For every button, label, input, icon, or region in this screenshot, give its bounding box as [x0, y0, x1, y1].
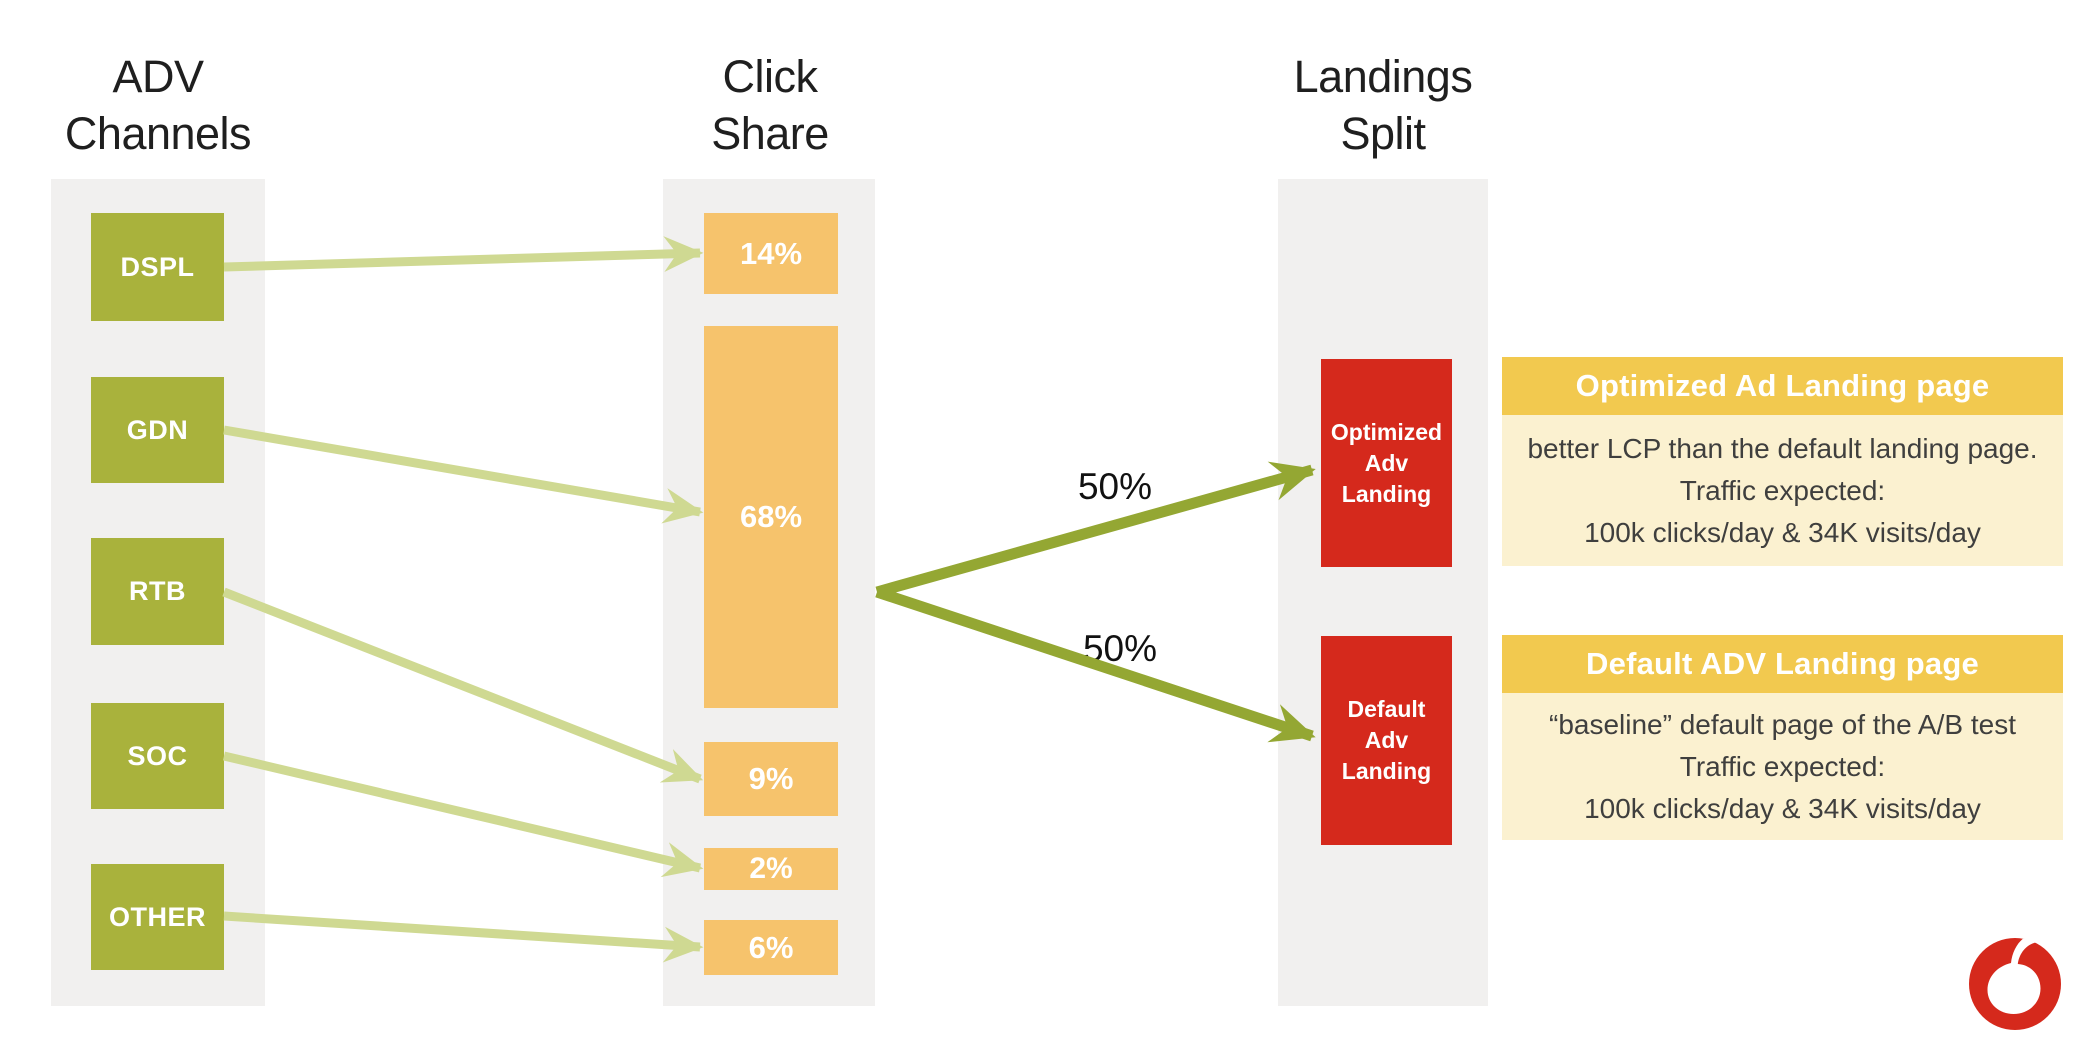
split-label-upper: 50% — [1077, 466, 1153, 507]
share-box-2: 2% — [704, 848, 838, 890]
landing-label-line: Adv — [1364, 727, 1409, 753]
landing-label-line: Landing — [1341, 758, 1432, 784]
card-title: Optimized Ad Landing page — [1502, 357, 2063, 415]
landing-box-optimized: Optimized Adv Landing — [1321, 359, 1452, 567]
channel-label: DSPL — [120, 251, 195, 282]
arrow-dspl-to-14 — [223, 236, 704, 272]
channel-box-gdn: GDN — [91, 377, 224, 483]
channel-box-other: OTHER — [91, 864, 224, 970]
card-body: better LCP than the default landing page… — [1502, 415, 2063, 566]
split-label-lower: 50% — [1082, 628, 1158, 669]
arrow-gdn-to-68 — [223, 425, 704, 524]
vodafone-logo-icon — [1969, 938, 2061, 1030]
title-line: Landings — [1293, 51, 1473, 102]
landing-box-default: Default Adv Landing — [1321, 636, 1452, 845]
channel-label: GDN — [126, 414, 189, 445]
channel-label: SOC — [127, 740, 188, 771]
card-body-line: better LCP than the default landing page… — [1527, 432, 2038, 464]
card-body-line: 100k clicks/day & 34K visits/day — [1584, 792, 1981, 824]
column-title-landings-split: Landings Split — [1233, 48, 1533, 162]
share-label: 2% — [749, 852, 793, 885]
card-body-line: 100k clicks/day & 34K visits/day — [1584, 516, 1981, 548]
channel-label: RTB — [129, 576, 186, 606]
arrow-other-to-6 — [223, 911, 704, 963]
column-title-click-share: Click Share — [620, 48, 920, 162]
share-box-14: 14% — [704, 213, 838, 294]
card-body-line: Traffic expected: — [1679, 750, 1886, 782]
card-title: Default ADV Landing page — [1502, 635, 2063, 693]
arrow-rtb-to-9 — [222, 587, 704, 784]
card-optimized-landing: Optimized Ad Landing page better LCP tha… — [1502, 357, 2063, 566]
landing-label-line: Optimized — [1330, 418, 1443, 445]
channel-box-soc: SOC — [91, 703, 224, 809]
channel-label: OTHER — [109, 901, 206, 932]
channel-box-dspl: DSPL — [91, 213, 224, 321]
card-body: “baseline” default page of the A/B test … — [1502, 693, 2063, 840]
share-label: 14% — [739, 235, 803, 271]
title-line: Channels — [64, 108, 252, 159]
channel-box-rtb: RTB — [91, 538, 224, 645]
card-body-line: “baseline” default page of the A/B test — [1549, 708, 2016, 740]
panel-landings-split — [1278, 179, 1488, 1006]
share-label: 6% — [748, 929, 794, 965]
share-label: 68% — [739, 499, 803, 534]
card-body-line: Traffic expected: — [1679, 474, 1886, 506]
share-box-6: 6% — [704, 920, 838, 975]
share-label: 9% — [748, 761, 794, 796]
title-line: Share — [711, 108, 829, 159]
landing-label-line: Landing — [1341, 480, 1432, 507]
card-default-landing: Default ADV Landing page “baseline” defa… — [1502, 635, 2063, 840]
share-box-9: 9% — [704, 742, 838, 816]
arrow-soc-to-2 — [222, 751, 704, 878]
title-line: ADV — [112, 51, 204, 102]
column-title-adv-channels: ADV Channels — [8, 48, 308, 162]
landing-label-line: Adv — [1364, 449, 1409, 476]
share-box-68: 68% — [704, 326, 838, 708]
title-line: Split — [1340, 108, 1426, 159]
title-line: Click — [722, 51, 819, 102]
landing-label-line: Default — [1347, 696, 1426, 722]
